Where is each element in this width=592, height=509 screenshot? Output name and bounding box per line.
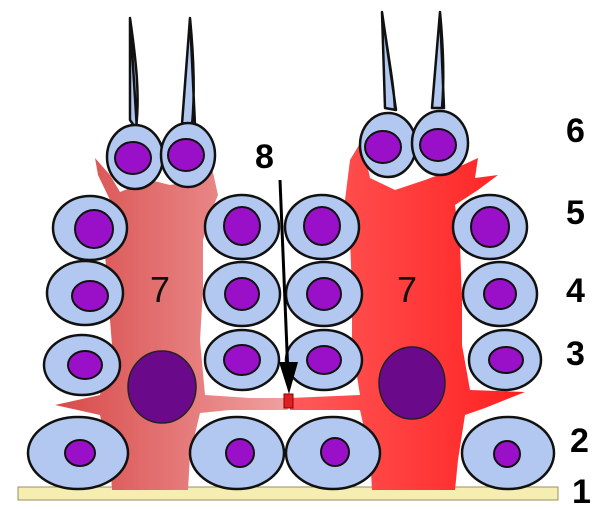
sperm-tail — [432, 12, 444, 108]
nucleus — [471, 207, 509, 247]
nucleus — [68, 351, 102, 379]
nucleus — [75, 210, 113, 248]
sperm-tail — [382, 12, 396, 110]
spermatozoa — [107, 12, 468, 189]
sertoli-nucleus-left — [128, 351, 196, 423]
sperm-tail — [182, 18, 195, 125]
spermatogonia-row — [28, 417, 554, 489]
nucleus — [307, 346, 341, 374]
nucleus — [307, 278, 341, 310]
nucleus — [115, 142, 151, 174]
label-3: 3 — [566, 335, 585, 373]
nucleus — [484, 279, 516, 309]
nucleus — [72, 281, 108, 311]
nucleus — [365, 131, 401, 163]
nucleus — [224, 345, 260, 375]
nucleus — [168, 139, 204, 171]
label-7-right: 7 — [397, 269, 417, 310]
nucleus — [225, 278, 259, 310]
label-8: 8 — [255, 138, 274, 176]
label-5: 5 — [566, 194, 585, 232]
nucleus — [321, 438, 349, 466]
nucleus — [420, 129, 456, 161]
sertoli-nucleus-right — [379, 347, 445, 419]
basement-membrane — [18, 487, 558, 500]
label-2: 2 — [570, 422, 589, 460]
label-7-left: 7 — [150, 269, 170, 310]
label-1: 1 — [572, 473, 591, 509]
tight-junction-marker — [284, 394, 293, 408]
nucleus — [494, 441, 520, 467]
nucleus — [65, 440, 95, 466]
nucleus — [226, 439, 254, 467]
nucleus — [224, 207, 260, 245]
nucleus — [489, 347, 523, 373]
label-4: 4 — [566, 272, 585, 310]
nucleus — [304, 207, 340, 245]
label-6: 6 — [566, 112, 585, 150]
sperm-tail — [130, 18, 138, 130]
